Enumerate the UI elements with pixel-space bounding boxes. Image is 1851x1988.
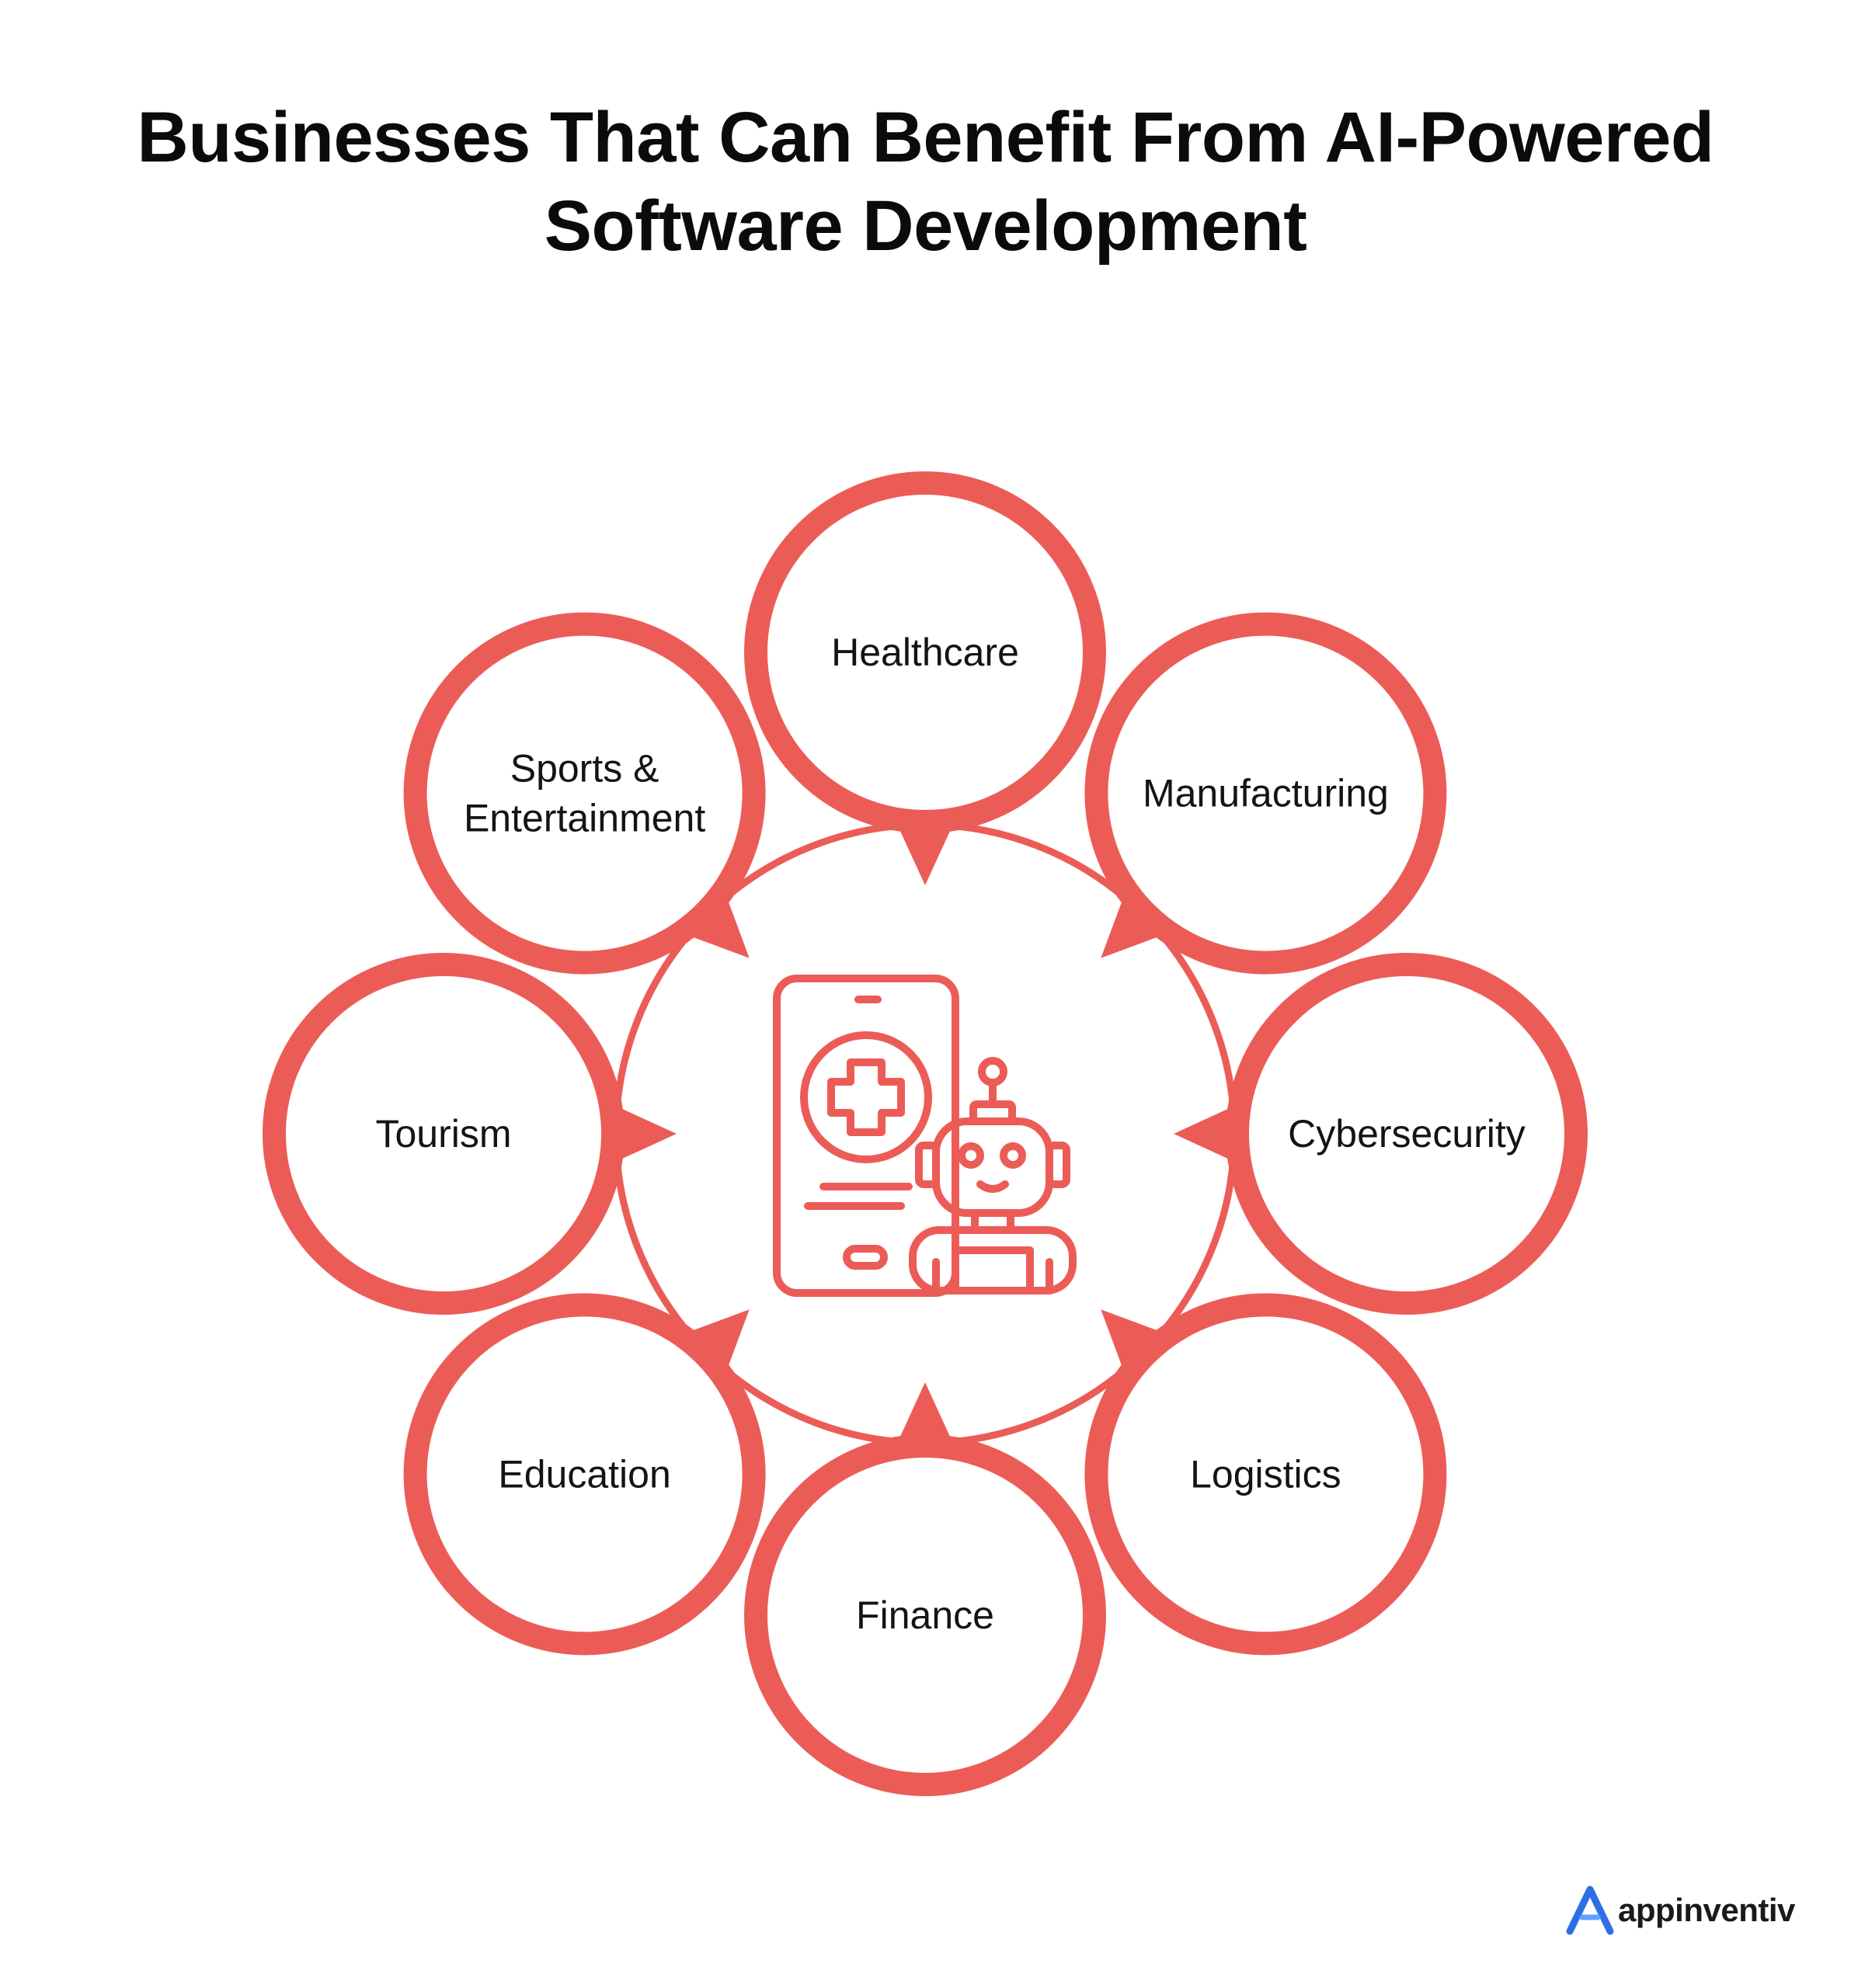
industry-node: Tourism <box>263 953 677 1315</box>
industry-node: Logistics <box>1084 1293 1447 1656</box>
industry-label: Education <box>498 1452 670 1496</box>
industry-label: Sports &Entertainment <box>464 747 705 840</box>
node-ring <box>403 612 766 975</box>
title-line-2: Software Development <box>544 186 1307 266</box>
node-ring <box>1226 953 1588 1315</box>
node-ring <box>1084 1293 1447 1656</box>
industry-node: Healthcare <box>744 471 1106 885</box>
industry-node: Education <box>403 1293 766 1656</box>
industry-label: Manufacturing <box>1143 772 1389 815</box>
node-ring <box>403 1293 766 1656</box>
industry-label: Logistics <box>1190 1452 1341 1496</box>
industry-node: Finance <box>744 1382 1106 1796</box>
industry-label: Finance <box>856 1594 994 1637</box>
node-ring <box>1084 612 1447 975</box>
brand-name: appinventiv <box>1618 1892 1795 1928</box>
appinventiv-logo-icon <box>1566 1885 1614 1935</box>
industry-nodes: HealthcareManufacturingCybersecurityLogi… <box>263 471 1588 1796</box>
title-line-1: Businesses That Can Benefit From AI-Powe… <box>137 98 1714 177</box>
industry-label: Tourism <box>375 1112 511 1156</box>
node-ring <box>744 1434 1106 1796</box>
node-ring <box>263 953 625 1315</box>
industry-node: Sports &Entertainment <box>403 612 766 975</box>
industry-node: Cybersecurity <box>1174 953 1588 1315</box>
industry-node: Manufacturing <box>1084 612 1447 975</box>
mobile-health-robot-icon <box>773 975 1077 1297</box>
industry-label: Cybersecurity <box>1288 1112 1526 1156</box>
industry-label: Healthcare <box>831 631 1019 674</box>
brand: appinventiv <box>1565 1879 1795 1941</box>
node-ring <box>744 471 1106 833</box>
